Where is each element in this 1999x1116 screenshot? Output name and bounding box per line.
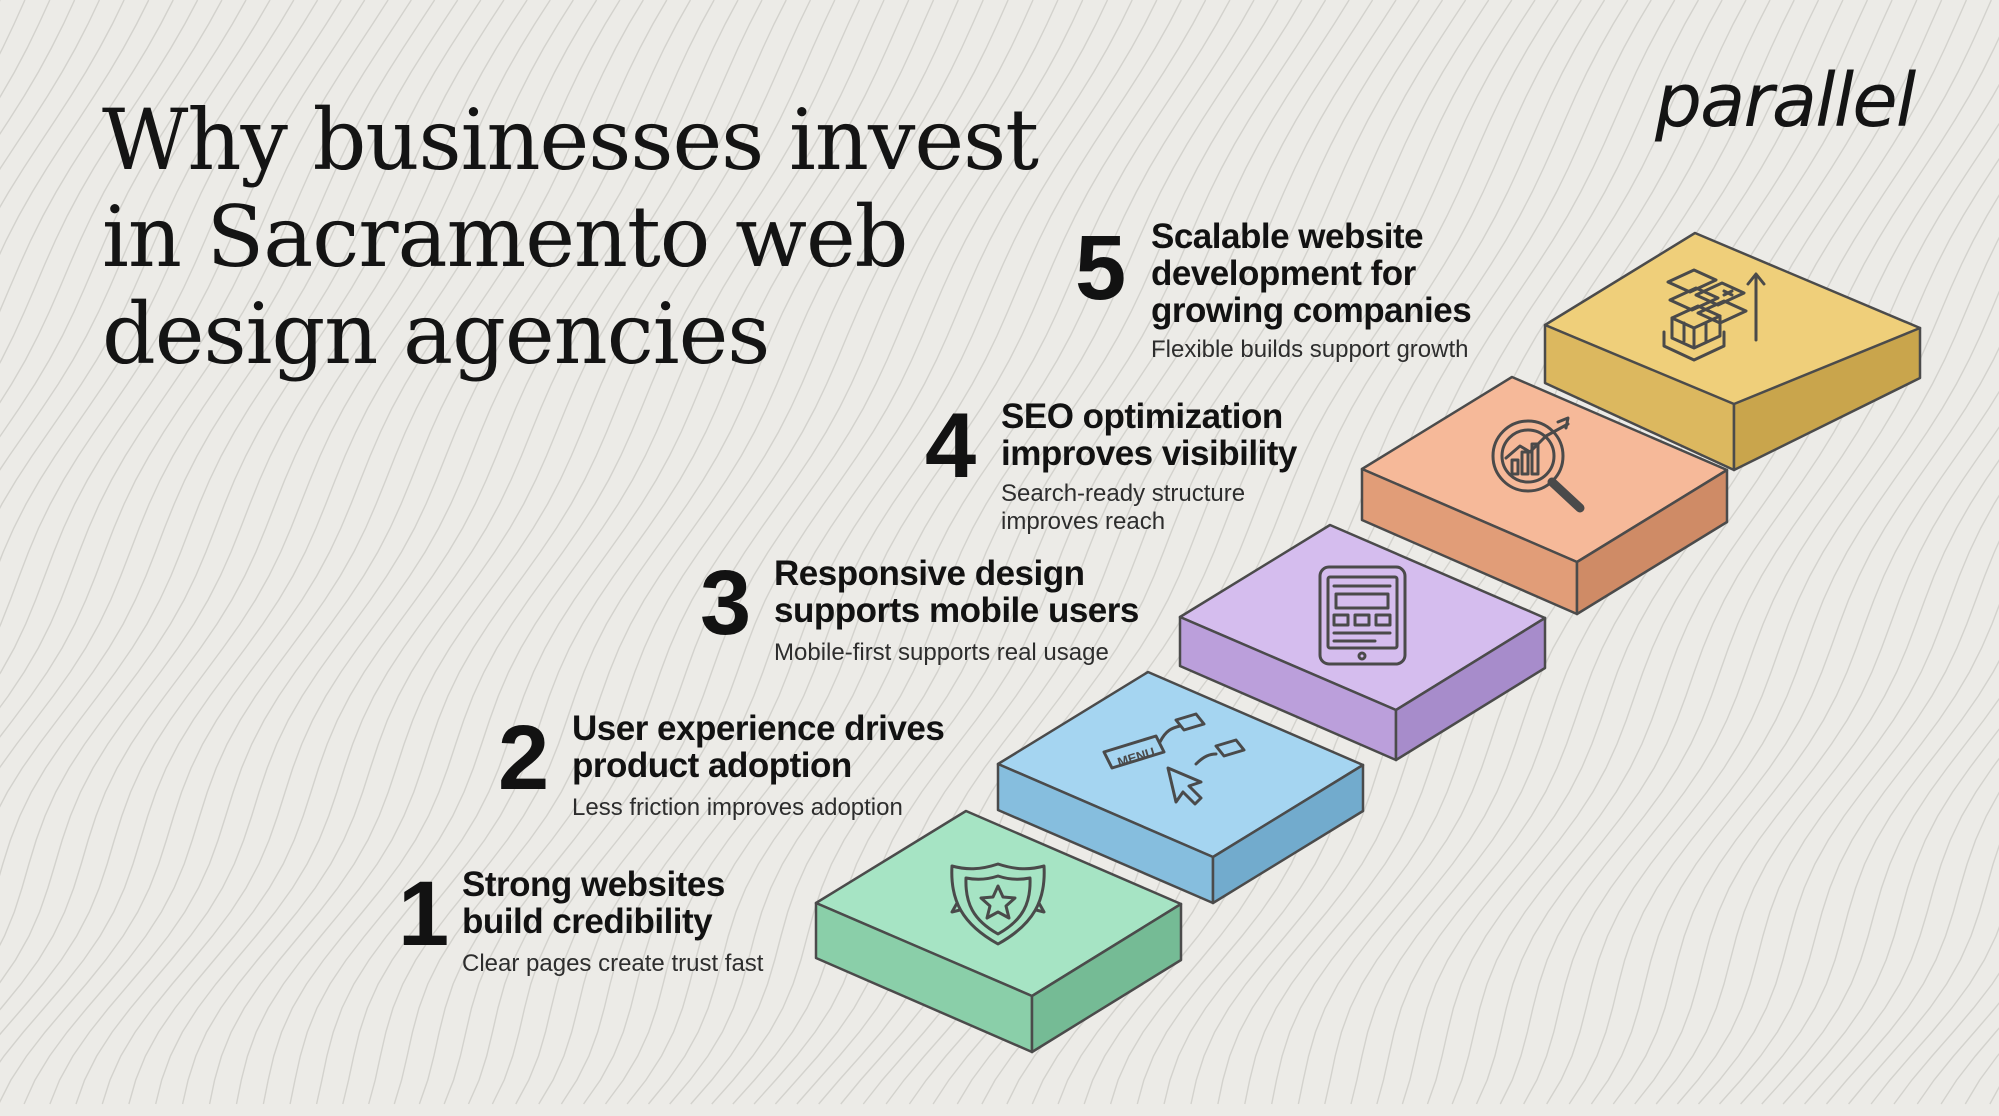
step-block-5-right-side	[1732, 326, 1922, 472]
step-heading: Scalable website development for growing…	[1151, 217, 1472, 330]
step-number: 5	[1075, 217, 1127, 319]
magnifier-chart-icon	[1491, 416, 1585, 513]
step-block-4	[1360, 375, 1729, 616]
step-block-3-right-side	[1394, 616, 1547, 762]
step-description: Mobile-first supports real usage	[774, 639, 1109, 666]
step-heading: SEO optimization improves visibility	[1001, 397, 1297, 473]
step-number: 4	[925, 395, 977, 497]
title-line-3: design agencies	[102, 285, 770, 383]
shield-badge-icon	[950, 862, 1046, 946]
scalable-blocks-icon	[1662, 268, 1766, 362]
step-block-4-right-side	[1575, 468, 1729, 616]
step-block-2-right-side	[1211, 763, 1365, 905]
step-description: Clear pages create trust fast	[462, 950, 764, 977]
step-2-label: 2 User experience drives product adoptio…	[498, 710, 978, 830]
title-line-2: in Sacramento web	[102, 188, 908, 286]
step-block-5	[1543, 231, 1922, 472]
step-number: 2	[498, 707, 550, 809]
step-3-label: 3 Responsive design supports mobile user…	[700, 555, 1180, 675]
step-4-label: 4 SEO optimization improves visibility S…	[925, 398, 1345, 538]
step-1-label: 1 Strong websites build credibility Clea…	[398, 866, 798, 986]
step-heading: Strong websites build credibility	[462, 865, 725, 941]
step-block-2: MENU	[996, 670, 1365, 905]
tablet-icon	[1318, 565, 1407, 666]
parallel-logo: parallel	[1655, 58, 1916, 144]
menu-cursor-flow-icon: MENU	[1102, 712, 1246, 806]
step-block-1-right-side	[1030, 902, 1183, 1054]
page-title: Why businesses invest in Sacramento web …	[102, 92, 1062, 383]
title-line-1: Why businesses invest	[102, 91, 1039, 189]
step-number: 3	[700, 552, 752, 654]
step-description: Flexible builds support growth	[1151, 336, 1469, 363]
step-heading: Responsive design supports mobile users	[774, 554, 1139, 630]
step-block-3	[1178, 523, 1547, 762]
step-block-1	[814, 809, 1183, 1054]
step-number: 1	[398, 863, 450, 965]
step-description: Search-ready structure improves reach	[1001, 480, 1246, 535]
step-description: Less friction improves adoption	[572, 794, 903, 821]
step-heading: User experience drives product adoption	[572, 709, 945, 785]
step-5-label: 5 Scalable website development for growi…	[1075, 218, 1515, 368]
